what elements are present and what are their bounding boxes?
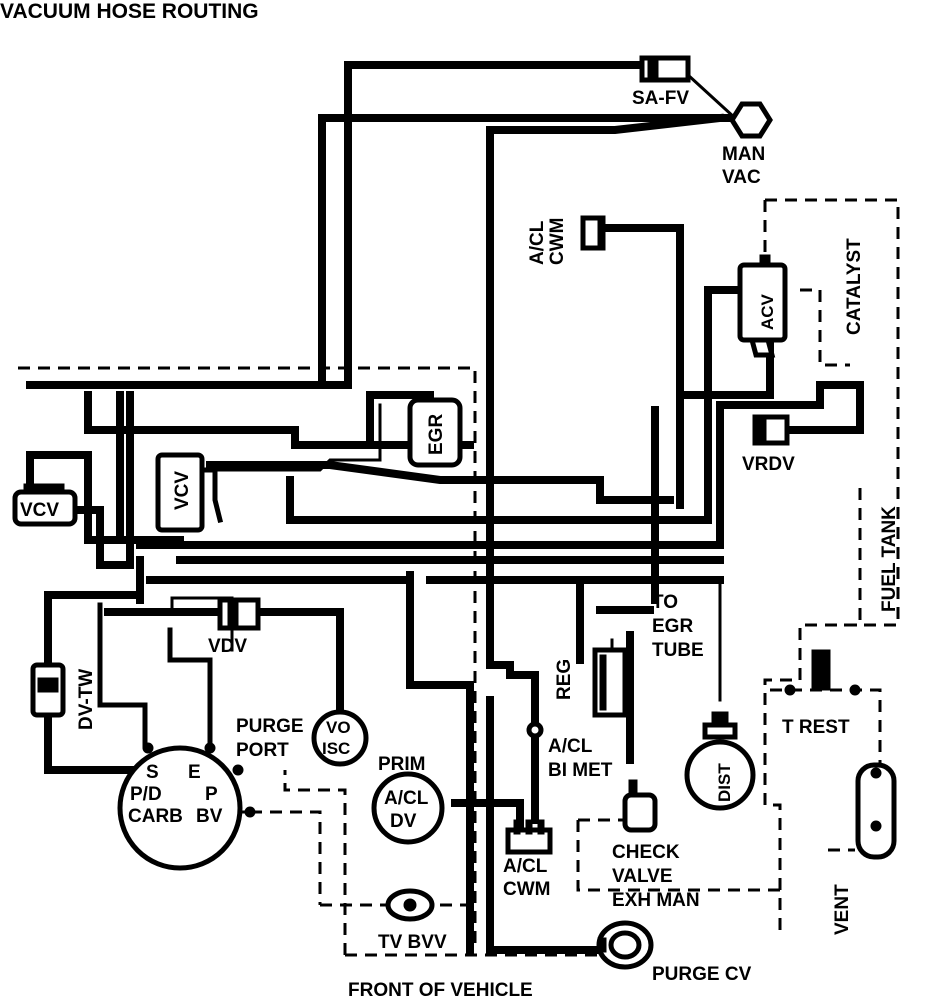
check-valve [622, 779, 658, 833]
dashed-lines [18, 198, 900, 957]
vent-canister [855, 762, 897, 860]
label-acl-cwm-bot-1: A/CL [503, 856, 548, 877]
label-vent: VENT [832, 884, 853, 935]
label-carb-pd: P/D [130, 784, 162, 805]
t-rest-valve [784, 649, 861, 696]
sa-fv-valve [639, 55, 691, 83]
label-fuel-tank: FUEL TANK [879, 506, 900, 612]
vdv-valve [217, 597, 261, 631]
vcv-left-valve [12, 483, 78, 527]
acl-cwm-bottom [505, 819, 553, 855]
egr-valve [407, 397, 463, 468]
label-acv: ACV [758, 293, 777, 330]
label-dv: DV [390, 811, 417, 832]
label-front-of-vehicle: FRONT OF VEHICLE [348, 980, 533, 1000]
label-check: CHECK [612, 842, 680, 863]
reg-valve [592, 647, 628, 718]
distributor-vacuum-advance [684, 711, 756, 811]
acl-bimet-sensor [526, 721, 544, 739]
label-vdv: VDV [208, 636, 247, 657]
label-exh-man: EXH MAN [612, 890, 700, 911]
acl-cwm-top [580, 215, 606, 251]
label-carb: CARB [128, 806, 183, 827]
acv-valve [737, 254, 788, 358]
vrdv-valve [752, 414, 790, 446]
label-acl-dv-1: A/CL [384, 788, 429, 809]
manifold-vacuum-fitting [729, 101, 773, 139]
dv-tw-valve [30, 662, 66, 718]
label-vcv-center: VCV [172, 471, 193, 510]
label-egr: EGR [426, 414, 447, 455]
purge-cv-valve [596, 920, 654, 970]
label-vrdv: VRDV [742, 454, 795, 475]
labels: VACUUM HOSE ROUTING SA-FV MAN VAC A/CL C… [0, 0, 900, 1000]
label-egr-tube-1: EGR [652, 616, 693, 637]
label-t-rest: T REST [782, 717, 850, 738]
label-purge-cv: PURGE CV [652, 964, 752, 985]
label-dv-tw: DV-TW [76, 669, 97, 730]
label-prim: PRIM [378, 754, 426, 775]
label-isc: ISC [322, 739, 350, 758]
vo-isc-actuator [311, 709, 369, 767]
label-man: MAN [722, 144, 765, 165]
label-acl-cwm-bot-2: CWM [503, 879, 550, 900]
label-carb-bv: BV [196, 806, 223, 827]
label-sa-fv: SA-FV [632, 88, 689, 109]
label-acl-cwm-top-1: A/CL [527, 220, 548, 265]
label-vac: VAC [722, 167, 761, 188]
label-acl-bimet-1: A/CL [548, 736, 593, 757]
label-vo: VO [326, 718, 351, 737]
carburetor [117, 742, 256, 871]
thick-hoses [26, 61, 864, 954]
acl-dv-actuator [371, 771, 445, 845]
label-acl-cwm-top-2: CWM [547, 218, 568, 265]
label-catalyst: CATALYST [844, 238, 865, 335]
label-carb-s: S [146, 762, 159, 783]
label-to: TO [652, 592, 678, 613]
label-valve: VALVE [612, 866, 673, 887]
label-vcv-left: VCV [20, 500, 59, 521]
label-tv-bvv: TV BVV [378, 932, 447, 953]
label-purge: PURGE [236, 716, 304, 737]
label-reg: REG [554, 659, 575, 700]
label-carb-e: E [188, 762, 201, 783]
label-bi-met: BI MET [548, 760, 613, 781]
vcv-center-valve [155, 452, 205, 533]
label-tube: TUBE [652, 640, 704, 661]
label-port: PORT [236, 740, 289, 761]
tv-bvv-valve [385, 888, 435, 922]
label-dist: DIST [715, 763, 734, 802]
page-title: VACUUM HOSE ROUTING [0, 0, 259, 23]
label-carb-p: P [205, 784, 218, 805]
